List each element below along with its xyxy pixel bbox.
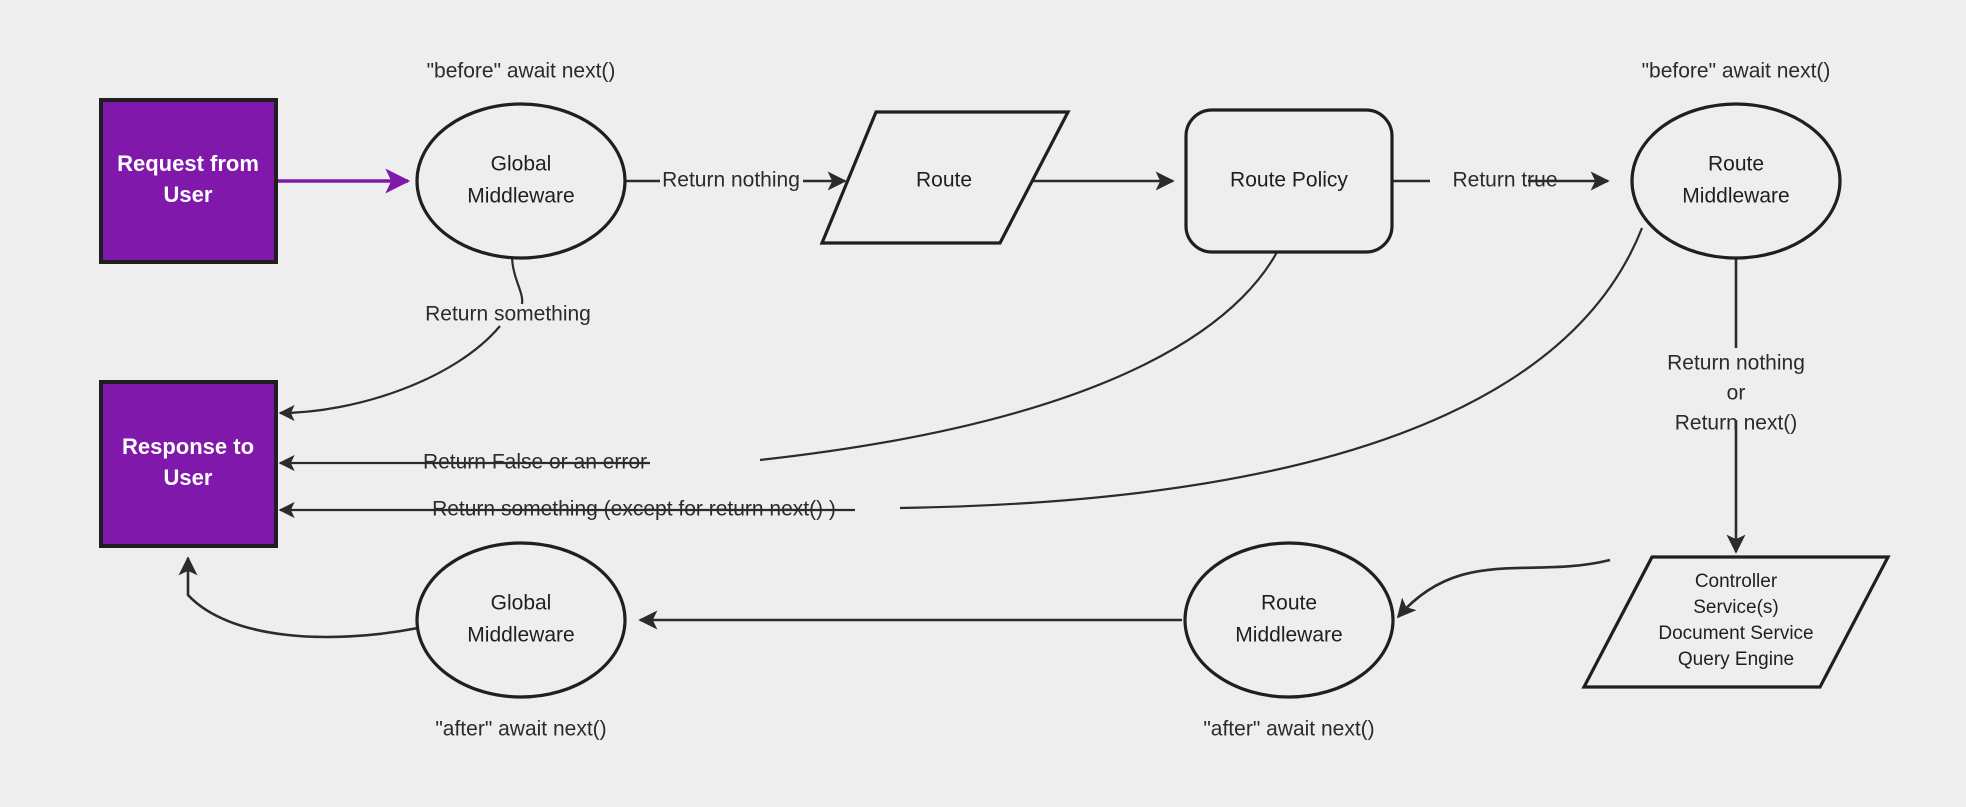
node-route[interactable]: [819, 110, 1071, 245]
edge-controller-to-route-middleware-bottom: [1396, 558, 1611, 619]
node-route-middleware-bottom[interactable]: [1183, 541, 1395, 699]
edge-global-mw-bottom-to-response: [178, 556, 419, 639]
edge-label-return-nothing-or-next-line3: Return next(): [1675, 412, 1798, 435]
node-request-from-user-line1: Request from: [117, 151, 259, 176]
edge-label-return-nothing: Return nothing: [662, 169, 800, 192]
node-route-label: Route: [916, 169, 972, 192]
node-route-middleware-top[interactable]: [1630, 102, 1842, 260]
annotation-after-await-next-route: "after" await next(): [1203, 718, 1374, 741]
annotation-before-await-next-route: "before" await next(): [1642, 60, 1831, 83]
edge-route-mw-to-label-something-except-next: [899, 227, 1644, 510]
edge-return-something-to-response: [278, 325, 501, 422]
edge-label-return-nothing-or-next-line2: or: [1727, 382, 1746, 405]
edge-label-return-true: Return true: [1452, 169, 1557, 192]
node-global-middleware-bottom[interactable]: [415, 541, 627, 699]
edge-route-policy-to-label-false-error: [759, 227, 1290, 462]
node-route-middleware-top-line2: Middleware: [1682, 185, 1789, 208]
annotation-before-await-next-global: "before" await next(): [427, 60, 616, 83]
node-global-middleware-top-line2: Middleware: [467, 185, 574, 208]
edge-label-return-false-or-error: Return False or an error: [423, 451, 647, 474]
node-request-from-user-line2: User: [164, 182, 213, 207]
node-controller-stack-line1: Controller: [1695, 571, 1778, 592]
node-global-middleware-bottom-line1: Global: [491, 592, 552, 615]
node-route-middleware-bottom-line2: Middleware: [1235, 624, 1342, 647]
node-controller-stack-line4: Query Engine: [1678, 649, 1794, 670]
edge-label-return-nothing-or-next-line1: Return nothing: [1667, 352, 1805, 375]
edge-label-return-something-global: Return something: [425, 303, 591, 326]
node-route-policy-label: Route Policy: [1230, 169, 1348, 192]
node-response-to-user-line1: Response to: [122, 434, 254, 459]
node-global-middleware-bottom-line2: Middleware: [467, 624, 574, 647]
node-global-middleware-top-line1: Global: [491, 153, 552, 176]
node-route-middleware-top-line1: Route: [1708, 153, 1764, 176]
node-request-from-user[interactable]: [99, 98, 278, 264]
node-global-middleware-top[interactable]: [415, 102, 627, 260]
annotation-after-await-next-global: "after" await next(): [435, 718, 606, 741]
node-response-to-user-line2: User: [164, 465, 213, 490]
edge-global-mw-down-stub: [510, 254, 524, 305]
node-route-policy[interactable]: [1184, 108, 1394, 254]
node-route-middleware-bottom-line1: Route: [1261, 592, 1317, 615]
node-controller-stack-line3: Document Service: [1658, 623, 1813, 644]
edge-label-return-something-except-next: Return something (except for return next…: [432, 498, 836, 521]
node-response-to-user[interactable]: [99, 380, 278, 548]
node-controller-stack-line2: Service(s): [1693, 597, 1779, 618]
node-controller-stack[interactable]: [1581, 555, 1891, 689]
